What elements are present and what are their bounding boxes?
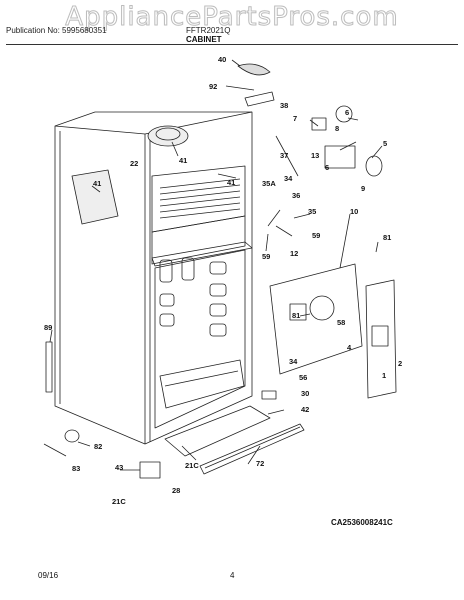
- publication-number: Publication No: 5995680351: [6, 26, 107, 35]
- callout-labels: 40 92 38 41 7 6 8 13 6 5 9 22 41 41 37 3…: [44, 55, 402, 506]
- roller-82: [64, 429, 80, 443]
- callout-10: 10: [350, 207, 358, 216]
- callout-13: 13: [311, 151, 319, 160]
- callout-5: 5: [383, 139, 387, 148]
- callout-6b: 6: [325, 163, 329, 172]
- header-rule: [6, 44, 458, 45]
- callout-22: 22: [130, 159, 138, 168]
- callout-40: 40: [218, 55, 226, 64]
- callout-35A: 35A: [262, 179, 276, 188]
- model-number: FFTR2021Q: [186, 26, 231, 35]
- callout-21C-a: 21C: [185, 461, 199, 470]
- callout-34a: 34: [284, 174, 293, 183]
- callout-9: 9: [361, 184, 365, 193]
- leveler-43: [139, 461, 161, 479]
- callout-12: 12: [290, 249, 298, 258]
- callout-6a: 6: [345, 108, 349, 117]
- callout-59a: 59: [312, 231, 320, 240]
- light-fixture-41: [147, 125, 189, 147]
- callout-92: 92: [209, 82, 217, 91]
- panel-10: [269, 263, 363, 375]
- hinge-38: [244, 91, 275, 107]
- grille-72: [164, 405, 305, 475]
- callout-1: 1: [382, 371, 386, 380]
- callout-43: 43: [115, 463, 123, 472]
- callout-59b: 59: [262, 252, 270, 261]
- side-plate-89: [45, 341, 53, 393]
- callout-2: 2: [398, 359, 402, 368]
- callout-38: 38: [280, 101, 288, 110]
- cover-41: [71, 169, 119, 225]
- callout-41c: 41: [227, 178, 235, 187]
- callout-41a: 41: [179, 156, 187, 165]
- exploded-parts-diagram: 40 92 38 41 7 6 8 13 6 5 9 22 41 41 37 3…: [43, 55, 402, 506]
- watermark-text: AppliancePartsPros.com: [65, 2, 399, 33]
- callout-81b: 81: [292, 311, 300, 320]
- fresh-food-compartment: [154, 249, 246, 429]
- callout-35: 35: [308, 207, 316, 216]
- callout-82: 82: [94, 442, 102, 451]
- hinge-cover-40: [237, 63, 271, 76]
- callout-30: 30: [301, 389, 309, 398]
- diagram-reference: CA2536008241C: [331, 518, 393, 527]
- callout-21C-b: 21C: [112, 497, 126, 506]
- callout-28: 28: [172, 486, 180, 495]
- callout-72: 72: [256, 459, 264, 468]
- callout-7: 7: [293, 114, 297, 123]
- callout-58: 58: [337, 318, 345, 327]
- callout-89: 89: [44, 323, 52, 332]
- footer-date: 09/16: [38, 571, 59, 580]
- control-assembly-9: [324, 145, 356, 169]
- callout-42: 42: [301, 405, 309, 414]
- callout-83: 83: [72, 464, 80, 473]
- callout-4: 4: [347, 343, 352, 352]
- dispenser-housing-1: [365, 279, 397, 399]
- callout-34b: 34: [289, 357, 298, 366]
- section-title: CABINET: [186, 35, 222, 44]
- callout-36: 36: [292, 191, 300, 200]
- callout-81a: 81: [383, 233, 391, 242]
- page-number: 4: [230, 571, 235, 580]
- callout-41b: 41: [93, 179, 101, 188]
- callout-37: 37: [280, 151, 288, 160]
- callout-56: 56: [299, 373, 307, 382]
- callout-8: 8: [335, 124, 339, 133]
- freezer-compartment: [151, 165, 253, 267]
- screw-83: [43, 443, 67, 457]
- cabinet-outline: [54, 111, 253, 445]
